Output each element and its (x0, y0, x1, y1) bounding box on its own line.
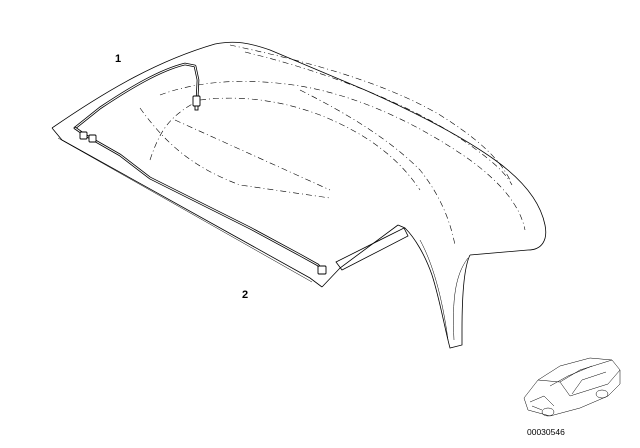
hardtop-roof-outline (51, 41, 547, 349)
part-1-roof-cable (73, 62, 201, 130)
document-number: 00030546 (527, 427, 565, 437)
connector-upper (192, 95, 201, 107)
callout-1: 1 (115, 53, 121, 65)
part-2-side-cable (73, 126, 327, 275)
connector-rear (317, 265, 327, 275)
connector-front-left (79, 131, 88, 140)
connector-front-right (88, 134, 97, 143)
car-thumbnail-icon (523, 357, 621, 417)
callout-2: 2 (242, 289, 248, 301)
